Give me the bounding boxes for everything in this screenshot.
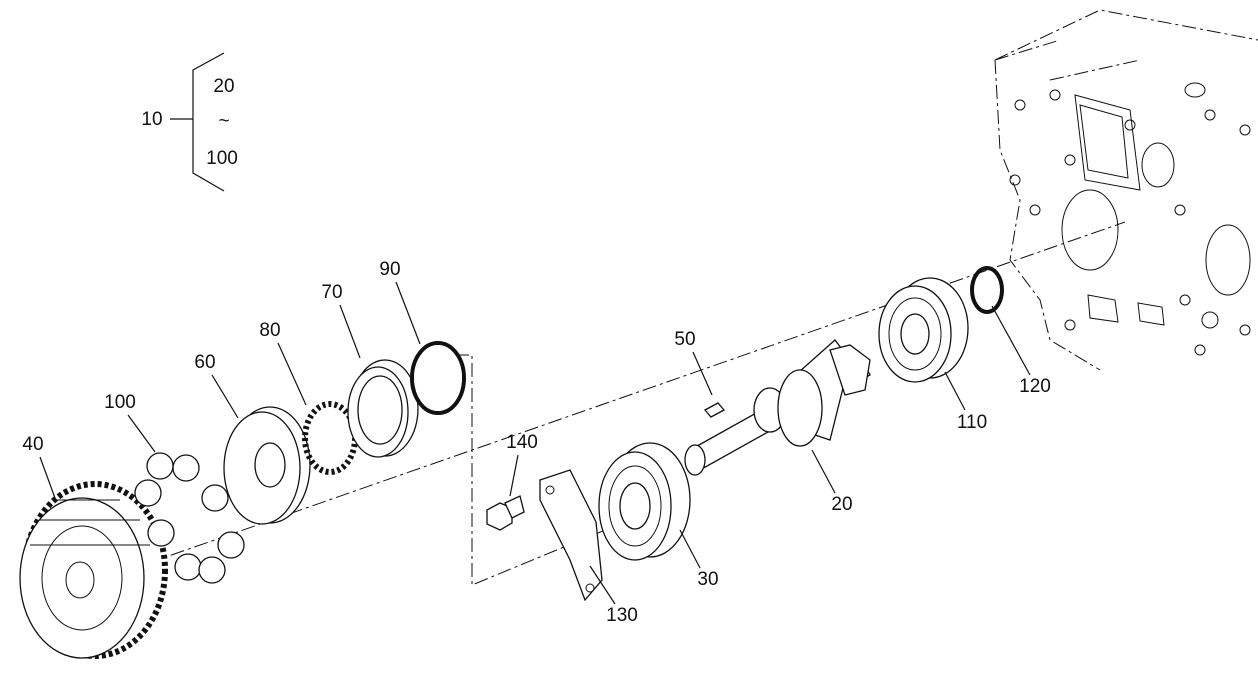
callout-70: 70: [321, 282, 342, 303]
callout-90: 90: [379, 259, 400, 280]
bearing-30: [598, 442, 691, 561]
callout-20: 20: [831, 494, 852, 515]
callout-30: 30: [697, 569, 718, 590]
legend-parent-number: 10: [141, 109, 162, 130]
legend-from-number: 20: [213, 76, 234, 97]
callout-40: 40: [22, 434, 43, 455]
gear-40: [19, 481, 168, 659]
legend-to-number: 100: [206, 148, 238, 169]
thrust-washer-60: [223, 406, 311, 525]
callout-60: 60: [194, 352, 215, 373]
bracket-plate-130: [539, 469, 603, 602]
callout-50: 50: [674, 329, 695, 350]
legend-bracket: [192, 52, 225, 192]
engine-housing: [994, 9, 1258, 371]
callout-100: 100: [104, 392, 136, 413]
balls-100: [134, 452, 245, 584]
callout-120: 120: [1019, 376, 1051, 397]
callout-130: 130: [606, 605, 638, 626]
callout-140: 140: [506, 432, 538, 453]
camshaft-20: [684, 339, 871, 476]
assembly-legend: 10 20 ~ 100: [141, 52, 238, 192]
snap-ring-90: [410, 341, 466, 415]
bolt-140: [486, 495, 525, 531]
callout-leaders: [39, 281, 1031, 605]
installation-path-line: [455, 354, 611, 586]
callout-110: 110: [957, 412, 987, 433]
circlip-120: [970, 266, 1004, 314]
callout-80: 80: [259, 320, 280, 341]
legend-range-symbol: ~: [218, 111, 229, 132]
ring-70: [347, 359, 419, 458]
bearing-110: [878, 277, 969, 383]
